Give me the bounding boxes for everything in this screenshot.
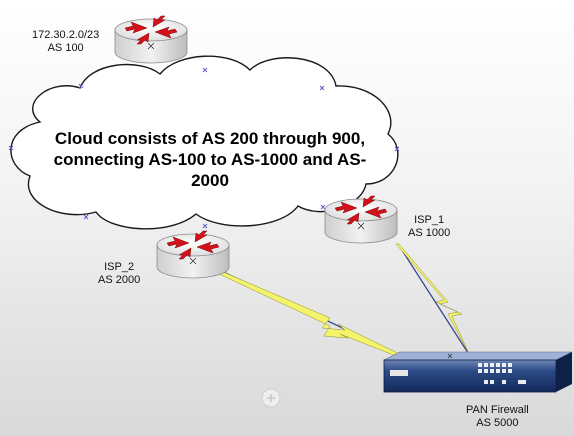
label-isp2: ISP_2 AS 2000 <box>98 261 141 286</box>
label-as100: 172.30.2.0/23 AS 100 <box>32 29 100 54</box>
selection-handles <box>8 67 400 229</box>
router-isp1[interactable] <box>324 195 398 244</box>
cloud-line-2: connecting AS-100 to AS-1000 and AS-2000 <box>53 150 367 190</box>
cloud-line-1: Cloud consists of AS 200 through 900, <box>54 129 366 148</box>
label-firewall: PAN Firewall AS 5000 <box>466 404 529 429</box>
router-isp2[interactable] <box>156 230 230 279</box>
label-isp1: ISP_1 AS 1000 <box>408 214 451 239</box>
pan-firewall-device[interactable] <box>383 351 573 393</box>
crosshair-icon <box>261 388 281 408</box>
router-as100[interactable] <box>114 15 188 64</box>
cloud-description: Cloud consists of AS 200 through 900, co… <box>40 128 380 191</box>
link-isp1-firewall <box>395 243 471 357</box>
cloud-shape <box>10 55 399 230</box>
